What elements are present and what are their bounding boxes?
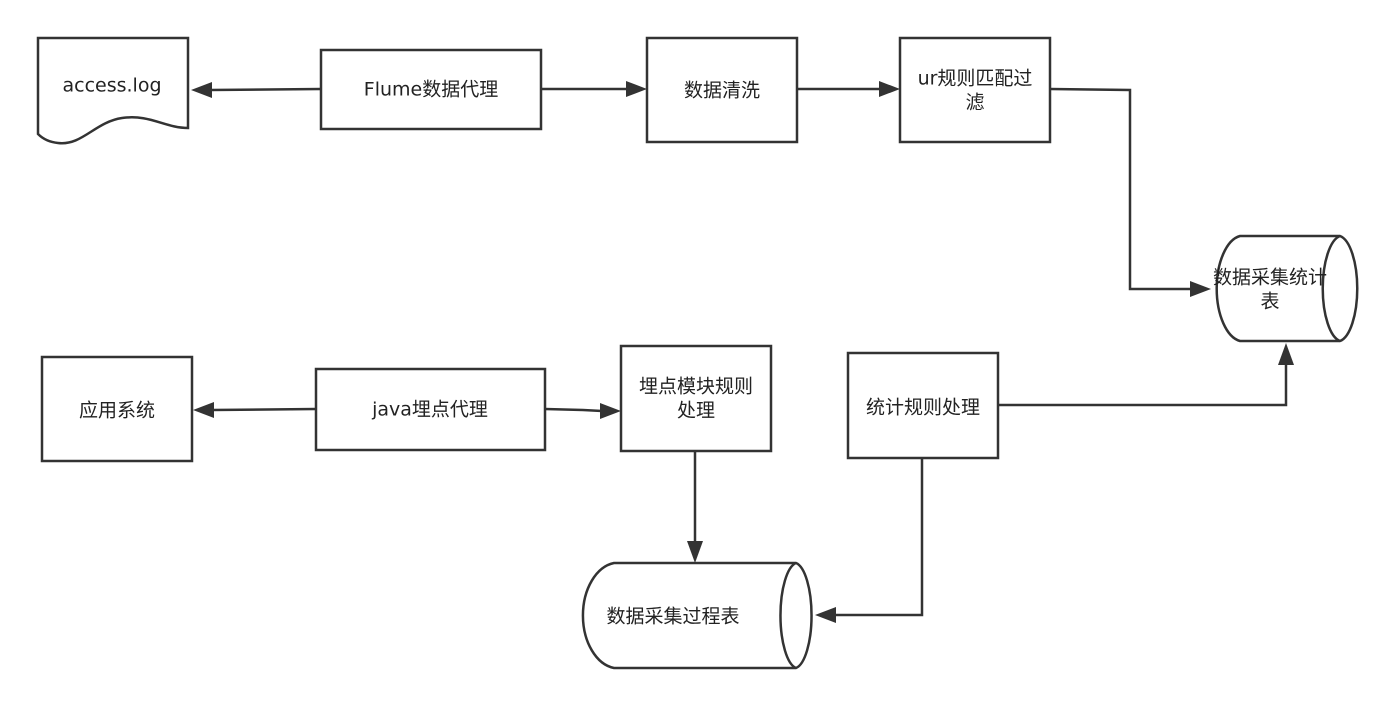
process-box — [846, 351, 1000, 460]
data-cleaning-label: 数据清洗 — [684, 80, 760, 102]
edge-flume-to-data-cleaning — [541, 81, 647, 97]
cylinder-end — [1321, 234, 1341, 343]
process-table-label: 数据采集过程表 — [606, 606, 739, 628]
document-shape — [36, 36, 190, 145]
app-system-label: 应用系统 — [79, 400, 155, 422]
node-process-table[interactable]: 数据采集过程表 — [581, 561, 813, 670]
url-filter-label-line2: 滤 — [965, 92, 984, 114]
node-data-cleaning[interactable]: 数据清洗 — [645, 36, 799, 144]
process-box — [40, 355, 194, 463]
node-url-filter[interactable]: ur规则匹配过 滤 — [898, 36, 1052, 144]
stats-table-label-line2: 表 — [1260, 291, 1279, 313]
stats-rule-label: 统计规则处理 — [866, 397, 980, 419]
edge-data-cleaning-to-url-filter — [797, 81, 900, 97]
node-java-agent[interactable]: java埋点代理 — [314, 367, 547, 452]
node-stats-rule[interactable]: 统计规则处理 — [846, 351, 1000, 460]
node-access-log[interactable]: access.log — [36, 36, 190, 145]
flume-agent-label: Flume数据代理 — [364, 79, 498, 101]
edge-url-filter-to-stats-table — [1049, 87, 1211, 297]
node-tracking-module[interactable]: 埋点模块规则 处理 — [619, 344, 773, 453]
process-box — [645, 36, 799, 144]
tracking-module-label-line1: 埋点模块规则 — [639, 376, 753, 398]
url-filter-label-line1: ur规则匹配过 — [918, 68, 1033, 90]
edge-java-agent-to-app-system — [193, 402, 317, 418]
process-box — [619, 344, 773, 453]
node-stats-table[interactable]: 数据采集统计 表 — [1213, 234, 1359, 343]
edge-tracking-module-to-process-table — [687, 451, 703, 563]
java-agent-label: java埋点代理 — [371, 399, 488, 421]
node-flume-agent[interactable]: Flume数据代理 — [319, 48, 543, 131]
edge-flume-to-access-log — [191, 82, 322, 98]
process-box — [314, 367, 547, 452]
stats-table-label-line1: 数据采集统计 — [1213, 267, 1327, 289]
process-box — [898, 36, 1052, 144]
process-box — [319, 48, 543, 131]
node-app-system[interactable]: 应用系统 — [40, 355, 194, 463]
edge-stats-rule-to-stats-table — [998, 343, 1294, 407]
edge-stats-rule-to-process-table — [815, 459, 924, 623]
access-log-label: access.log — [62, 75, 161, 97]
edge-java-agent-to-tracking-module — [544, 403, 621, 419]
cylinder-end — [779, 561, 797, 670]
tracking-module-label-line2: 处理 — [677, 400, 715, 422]
